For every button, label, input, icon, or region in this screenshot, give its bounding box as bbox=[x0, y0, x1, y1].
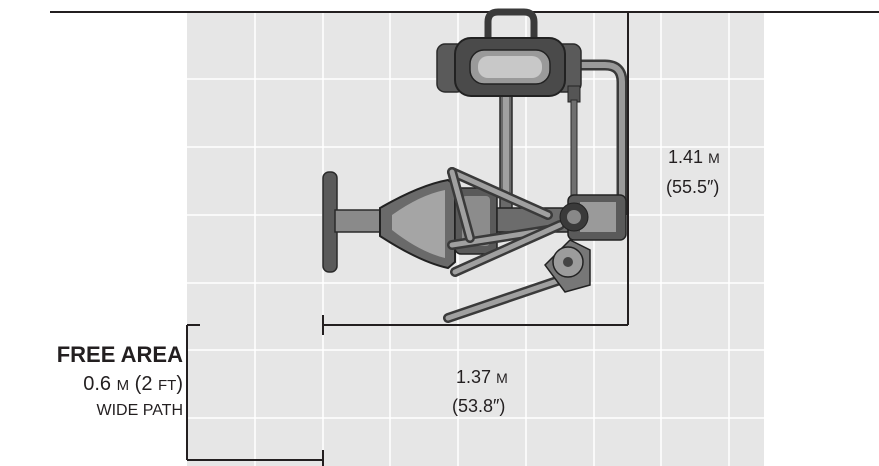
svg-text:1.37 M: 1.37 M bbox=[456, 367, 508, 387]
width-metric-value: 1.37 bbox=[456, 367, 491, 387]
svg-text:1.41 M: 1.41 M bbox=[668, 147, 720, 167]
depth-dimension-bracket bbox=[618, 11, 638, 325]
bike-drive-unit bbox=[559, 194, 627, 241]
width-metric-unit: M bbox=[496, 370, 508, 386]
free-area-bracket bbox=[186, 324, 324, 466]
free-area-width: 0.6 M (2 FT) bbox=[83, 373, 183, 395]
width-dimension-bracket bbox=[322, 315, 628, 335]
free-area-title: FREE AREA bbox=[57, 342, 183, 367]
exercise-bike-top-view bbox=[322, 8, 628, 323]
free-area-path-label: WIDE PATH bbox=[96, 402, 183, 419]
width-dimension-label: 1.37 M (53.8″) bbox=[452, 367, 508, 416]
depth-metric-value: 1.41 bbox=[668, 147, 703, 167]
bike-legs bbox=[443, 167, 565, 323]
bike-console bbox=[436, 37, 582, 97]
bike-handlebar-loop bbox=[484, 8, 538, 40]
depth-metric-unit: M bbox=[708, 150, 720, 166]
depth-dimension-label: 1.41 M (55.5″) bbox=[666, 147, 720, 197]
width-imperial: (53.8″) bbox=[452, 396, 505, 416]
free-area-label: FREE AREA 0.6 M (2 FT) WIDE PATH bbox=[57, 342, 183, 419]
bike-seat-back bbox=[322, 171, 386, 273]
bike-pedal-crank bbox=[544, 239, 591, 293]
depth-imperial: (55.5″) bbox=[666, 177, 719, 197]
